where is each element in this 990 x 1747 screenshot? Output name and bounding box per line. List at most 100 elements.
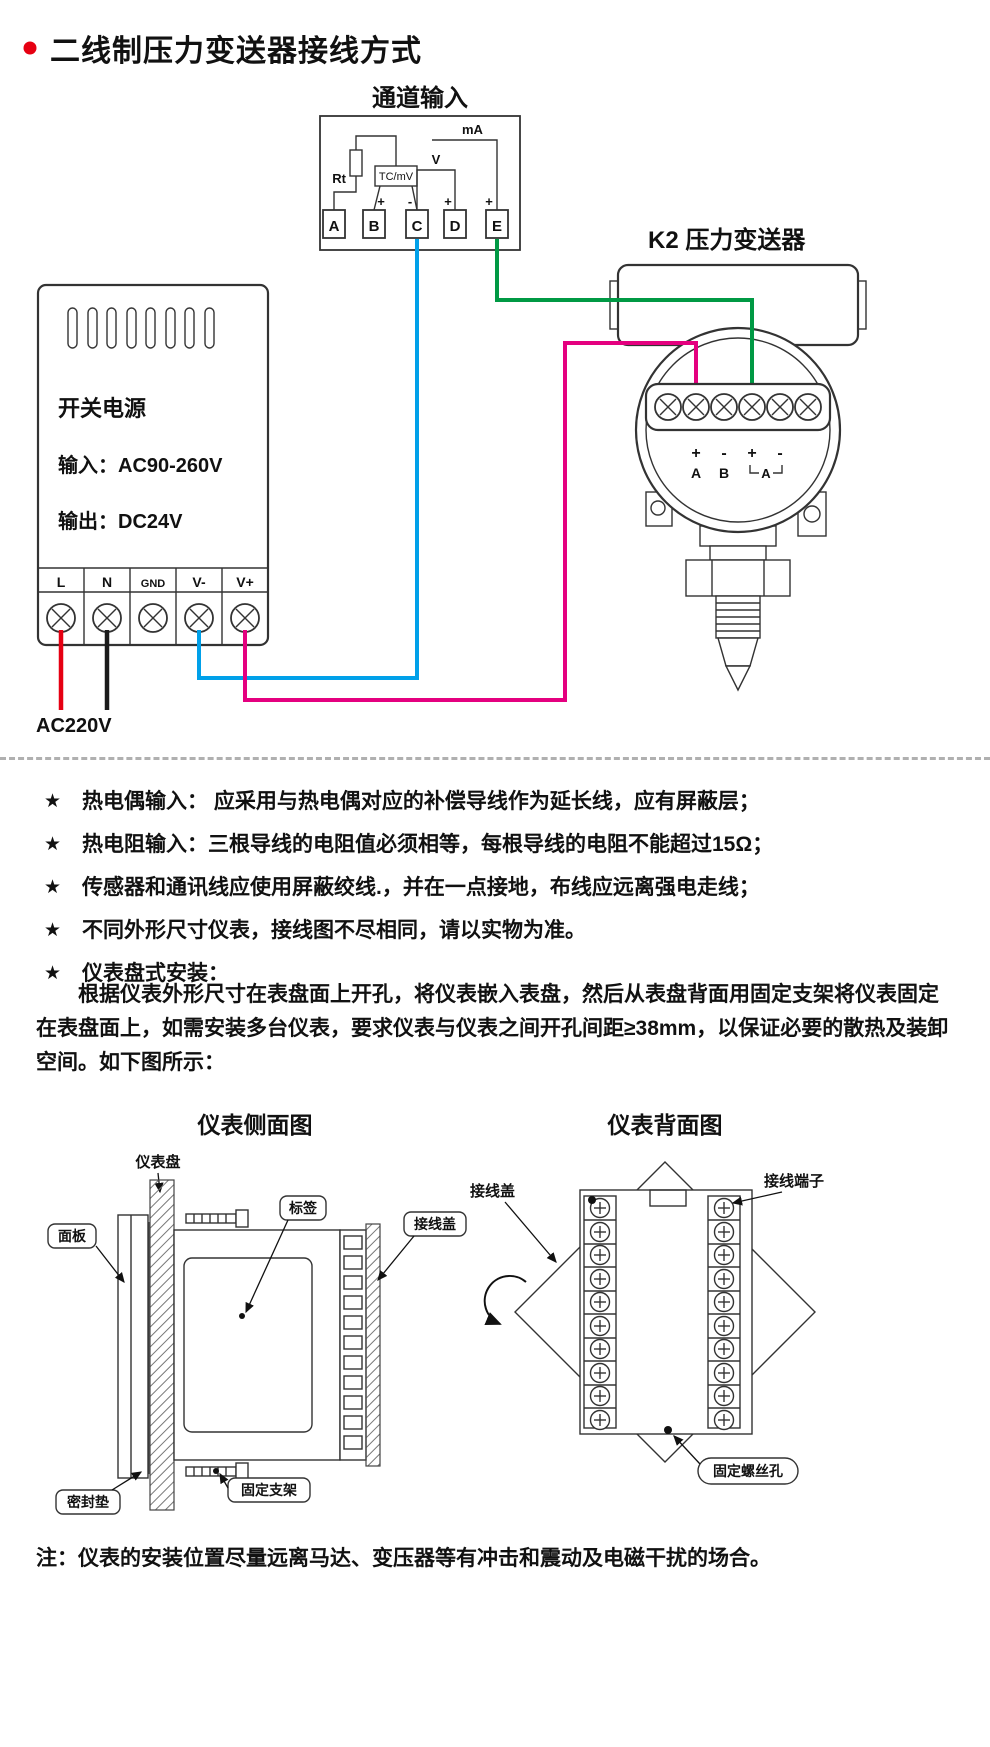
svg-text:D: D xyxy=(450,218,461,235)
note-item: ★ 不同外形尺寸仪表，接线图不尽相同，请以实物为准。 xyxy=(44,909,954,952)
transmitter-terminal-strip: + - + - A B A xyxy=(644,382,832,481)
installation-diagrams: 仪表盘 xyxy=(47,1153,824,1515)
ma-label: mA xyxy=(462,122,484,137)
rear-terminal-cells xyxy=(343,1235,363,1450)
terminal-cover-label: 接线盖 xyxy=(414,1216,456,1232)
channel-input-title: 通道输入 xyxy=(372,84,468,112)
terminal-e xyxy=(485,209,509,239)
star-icon: ★ xyxy=(44,963,62,984)
screw-terminal xyxy=(654,393,682,421)
screw-terminal xyxy=(46,603,76,633)
terminal-block-label: 接线端子 xyxy=(764,1172,824,1190)
terminal-label-vm: V- xyxy=(192,574,206,590)
svg-text:E: E xyxy=(492,218,502,235)
side-view-title: 仪表侧面图 xyxy=(197,1113,313,1138)
screw-hole-callout: 固定螺丝孔 xyxy=(673,1435,799,1485)
fixing-screw-hole xyxy=(588,1196,596,1204)
screw-terminal xyxy=(230,603,260,633)
tag-callout: 标签 xyxy=(245,1195,327,1314)
terminal-b xyxy=(362,209,386,239)
screw-terminal xyxy=(766,393,794,421)
front-panel-callout: 面板 xyxy=(47,1223,125,1284)
power-output-spec: 输出：DC24V xyxy=(58,509,183,533)
channel-internal-wiring: Rt TC/mV V mA + - + + xyxy=(332,122,498,211)
instrument-case xyxy=(183,1257,313,1433)
page-title-text: 二线制压力变送器接线方式 xyxy=(50,35,422,68)
transmitter-title: K2 压力变送器 xyxy=(648,226,806,254)
screw-terminal xyxy=(738,393,766,421)
terminal-d xyxy=(443,209,467,239)
power-input-spec: 输入：AC90-260V xyxy=(58,453,223,477)
star-icon: ★ xyxy=(44,920,62,941)
star-icon: ★ xyxy=(44,877,62,898)
channel-input-module: 通道输入 Rt TC/mV V mA + - + + xyxy=(319,84,521,251)
gasket-label: 密封垫 xyxy=(66,1494,109,1510)
wiring-diagram: 通道输入 Rt TC/mV V mA + - + + xyxy=(36,84,867,737)
pressure-transmitter: K2 压力变送器 xyxy=(609,226,867,692)
channel-terminals: A B C D E xyxy=(322,209,509,239)
v-label: V xyxy=(432,152,441,167)
terminal-letter-b: B xyxy=(719,465,729,481)
power-supply-module: 开关电源 输入：AC90-260V 输出：DC24V L N GND V- V+ xyxy=(36,283,270,647)
note-item: ★ 传感器和通讯线应使用屏蔽绞线.，并在一点接地，布线应远离强电走线； xyxy=(44,866,954,909)
threaded-stub xyxy=(715,595,761,692)
bottom-bracket-bolt xyxy=(185,1462,249,1481)
note-text: 仪表盘式安装： xyxy=(82,962,229,985)
terminal-a xyxy=(322,209,346,239)
wires xyxy=(58,239,754,710)
screw-hole-label: 固定螺丝孔 xyxy=(713,1463,783,1479)
front-bezel xyxy=(117,1214,149,1479)
footer-note: 注：仪表的安装位置尽量远离马达、变压器等有冲击和震动及电磁干扰的场合。 xyxy=(36,1547,771,1570)
dash-panel-label: 仪表盘 xyxy=(134,1153,180,1171)
rotate-arrow-icon xyxy=(483,1274,527,1325)
power-terminal-strip: L N GND V- V+ xyxy=(38,567,268,645)
screw-terminal xyxy=(92,603,122,633)
screw-terminal xyxy=(710,393,738,421)
side-view-diagram: 仪表盘 xyxy=(47,1153,467,1515)
section-divider xyxy=(0,757,990,760)
polarity-sign: - xyxy=(777,445,782,462)
power-name: 开关电源 xyxy=(58,396,146,421)
svg-text:C: C xyxy=(412,218,423,235)
star-icon: ★ xyxy=(44,834,62,855)
note-item: ★ 仪表盘式安装： xyxy=(44,952,954,995)
screw-terminal xyxy=(682,393,710,421)
terminal-c xyxy=(405,209,429,239)
page-title: 二线制压力变送器接线方式 xyxy=(22,26,422,70)
gasket-callout: 密封垫 xyxy=(55,1471,143,1515)
sign-e: + xyxy=(485,194,493,209)
bracket-label: 固定支架 xyxy=(241,1482,297,1498)
wire-voltage-blue xyxy=(197,239,419,680)
terminal-label-n: N xyxy=(102,574,112,590)
note-text: 不同外形尺寸仪表，接线图不尽相同，请以实物为准。 xyxy=(82,919,586,942)
wire-signal-pink xyxy=(243,341,698,702)
screw-terminal xyxy=(794,393,822,421)
vent-slots xyxy=(67,307,215,349)
tcmv-label: TC/mV xyxy=(379,171,414,183)
polarity-sign: - xyxy=(721,445,726,462)
sign-d: + xyxy=(444,194,452,209)
rt-label: Rt xyxy=(332,171,346,186)
note-text: 热电阻输入：三根导线的电阻值必须相等，每根导线的电阻不能超过15Ω； xyxy=(82,833,774,856)
svg-text:A: A xyxy=(329,218,340,235)
tag-label: 标签 xyxy=(288,1200,318,1216)
back-view-diagram: 接线盖 接线端子 固定螺丝孔 xyxy=(470,1161,824,1485)
power-supply-box xyxy=(36,283,270,647)
terminal-cover-label: 接线盖 xyxy=(470,1182,515,1200)
terminal-cover-callout: 接线盖 xyxy=(377,1211,467,1282)
polarity-sign: + xyxy=(747,445,756,462)
back-view-title: 仪表背面图 xyxy=(607,1113,723,1138)
terminal-label-gnd: GND xyxy=(141,578,166,590)
rear-cover xyxy=(365,1223,381,1467)
screw-terminal xyxy=(138,603,168,633)
polarity-sign: + xyxy=(691,445,700,462)
hex-nut xyxy=(685,559,791,597)
note-item: ★ 热电偶输入： 应采用与热电偶对应的补偿导线作为延长线，应有屏蔽层； xyxy=(44,780,954,823)
bracket-letter-a: A xyxy=(761,466,771,481)
bracket-callout: 固定支架 xyxy=(219,1472,311,1503)
fixing-screw-hole xyxy=(664,1426,672,1434)
installation-paragraph: 根据仪表外形尺寸在表盘面上开孔，将仪表嵌入表盘，然后从表盘背面用固定支架将仪表固… xyxy=(36,983,949,1074)
svg-text:B: B xyxy=(369,218,380,235)
terminal-letter-a: A xyxy=(691,465,701,481)
